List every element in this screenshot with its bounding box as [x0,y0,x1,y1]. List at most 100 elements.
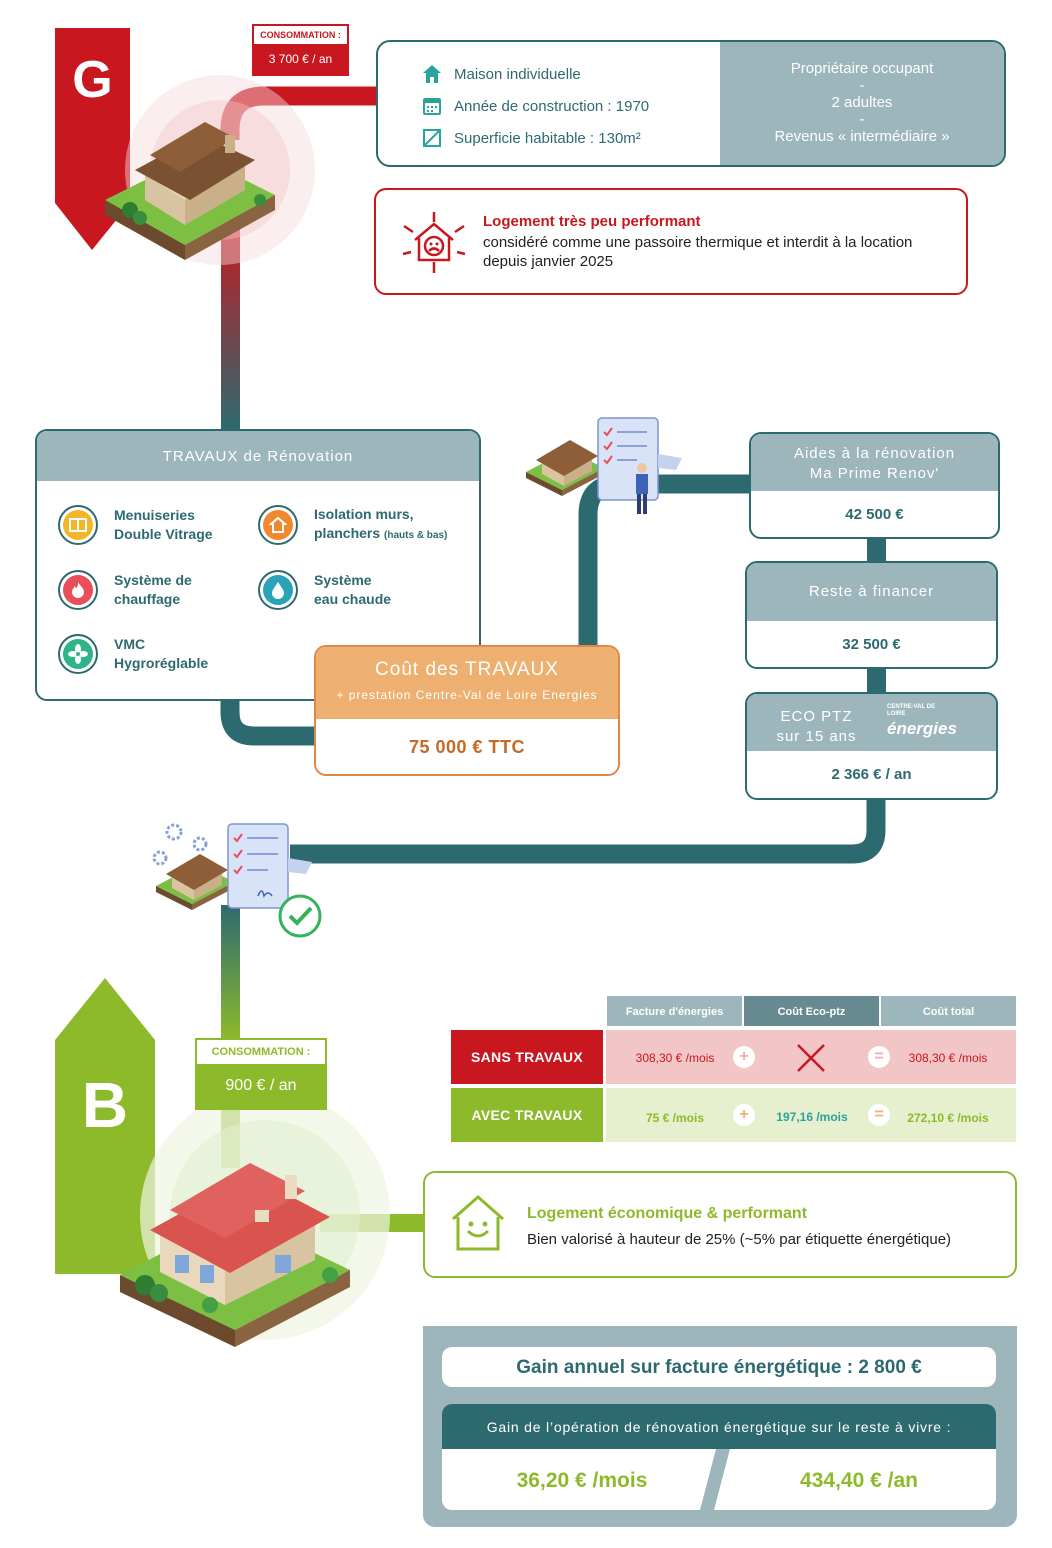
gain-mois: 36,20 € /mois [516,1469,648,1492]
energy-label-b-arrow [55,978,155,1274]
sans-travaux-total: 308,30 € /mois [908,1051,988,1065]
travaux-label: planchers [314,525,381,541]
equals-sign: = [868,1104,890,1126]
eco-ptz-duration: sur 15 ans [776,728,857,745]
sad-house-icon [402,212,466,273]
house-icon [423,65,441,83]
row-avec-travaux [606,1088,1016,1142]
perf-title: Logement économique & performant [527,1205,808,1222]
consommation-b-title: CONSOMMATION : [197,1040,325,1064]
info-annee-text: Année de construction : 1970 [454,97,650,115]
equals-sign: = [868,1046,890,1068]
compare-header-eco-ptz: Coût Eco-ptz [744,996,879,1026]
travaux-item-eau-chaude: Système eau chaude [258,570,391,610]
performance-card: Logement économique & performant Bien va… [423,1171,1017,1278]
household-line: - [859,77,865,94]
avec-travaux-facture: 75 € /mois [645,1111,705,1125]
avec-travaux-total: 272,10 € /mois [907,1111,989,1125]
gain-reste-a-vivre-card: Gain de l’opération de rénovation énergé… [442,1404,996,1510]
gain-reste-title: Gain de l’opération de rénovation énergé… [442,1404,996,1449]
household-line: Propriétaire occupant [790,60,934,77]
cout-title: Coût des TRAVAUX [375,659,559,680]
happy-house-icon [452,1195,504,1251]
plus-sign: + [733,1046,755,1068]
travaux-item-chauffage: Système de chauffage [58,570,192,610]
info-superficie: Superficie habitable : 130m² [422,128,641,148]
water-drop-icon [272,582,284,599]
consommation-g-title: CONSOMMATION : [254,26,347,44]
info-superficie-text: Superficie habitable : 130m² [454,129,641,147]
house-info-card: Maison individuelle Année de constructio… [376,40,1006,167]
info-annee: Année de construction : 1970 [422,96,649,116]
plus-sign: + [733,1104,755,1126]
cout-travaux-card: Coût des TRAVAUX + prestation Centre-Val… [314,645,620,776]
gain-an: 434,40 € /an [800,1469,918,1492]
row-avec-travaux-label: AVEC TRAVAUX [451,1088,603,1142]
compare-header-total: Coût total [881,996,1016,1026]
travaux-label: eau chaude [314,591,392,607]
renovated-house-illustration [120,1095,390,1347]
flame-icon [72,582,84,598]
aides-value: 42 500 € [845,506,904,523]
info-maison-text: Maison individuelle [454,65,581,83]
house-signed-document-illustration [152,823,322,938]
avec-travaux-eco-ptz: 197,16 /mois [776,1110,848,1124]
travaux-label-small: (hauts & bas) [384,530,448,541]
cout-subtitle: + prestation Centre-Val de Loire Energie… [336,688,598,702]
alert-title: Logement très peu performant [483,213,701,230]
energy-label-b: B [81,1069,129,1141]
consommation-b-value: 900 € / an [225,1077,297,1094]
gain-panel: Gain annuel sur facture énergétique : 2 … [423,1326,1017,1527]
travaux-label: Système [314,572,372,588]
aides-renovation-card: Aides à la rénovation Ma Prime Renov' 42… [749,432,1000,539]
reste-financer-card: Reste à financer 32 500 € [745,561,998,669]
info-maison: Maison individuelle [422,64,581,84]
eco-ptz-title: ECO PTZ [780,708,853,725]
travaux-item-vmc: VMC Hygroréglable [58,634,208,674]
household-line: - [859,111,865,128]
household-info: Propriétaire occupant - 2 adultes - Reve… [720,42,1004,165]
travaux-title: TRAVAUX de Rénovation [37,431,479,481]
house-insulation-icon [269,516,287,533]
aides-title: Aides à la rénovation [793,445,956,462]
cvl-energies-logo: CENTRE-VAL DE LOIRE énergies [887,704,957,738]
consommation-b-badge: CONSOMMATION : 900 € / an [195,1038,327,1110]
reste-title: Reste à financer [747,563,996,621]
row-sans-travaux-label: SANS TRAVAUX [451,1030,603,1084]
household-line: 2 adultes [831,94,893,111]
cout-value: 75 000 € TTC [408,737,526,757]
perf-description: Bien valorisé à hauteur de 25% (~5% par … [527,1231,952,1248]
eco-ptz-value: 2 366 € / an [831,766,912,783]
calendar-icon [423,98,441,115]
travaux-label: chauffage [114,591,181,607]
compare-header-facture: Facture d'énergies [607,996,742,1026]
slash-divider [700,1449,730,1510]
travaux-item-isolation: Isolation murs, planchers (hauts & bas) [258,505,447,545]
aides-subtitle: Ma Prime Renov' [809,465,940,482]
travaux-label: Hygroréglable [114,655,209,671]
old-house-illustration [105,75,315,265]
travaux-label: Menuiseries [114,507,195,523]
reste-value: 32 500 € [842,636,901,653]
cross-icon [797,1044,825,1072]
alert-description: considéré comme une passoire thermique e… [483,234,913,270]
consommation-g-badge: CONSOMMATION : 3 700 € / an [252,24,349,76]
window-icon [69,518,87,532]
house-with-plan-illustration [526,417,682,514]
travaux-label: Double Vitrage [114,526,213,542]
travaux-label: Système de [114,572,192,588]
eco-ptz-card: ECO PTZ sur 15 ans CENTRE-VAL DE LOIRE é… [745,692,998,800]
surface-icon [423,129,441,147]
gain-annuel: Gain annuel sur facture énergétique : 2 … [442,1347,996,1387]
household-line: Revenus « intermédiaire » [774,128,950,145]
performance-alert-card: Logement très peu performant considéré c… [374,188,968,295]
sans-travaux-facture: 308,30 € /mois [635,1051,715,1065]
travaux-label: Isolation murs, [314,506,414,522]
travaux-label: VMC [114,636,146,652]
energy-label-g: G [72,51,113,109]
consommation-g-value: 3 700 € / an [268,52,333,66]
energy-label-g-arrow [55,28,130,250]
fan-icon [68,644,88,664]
